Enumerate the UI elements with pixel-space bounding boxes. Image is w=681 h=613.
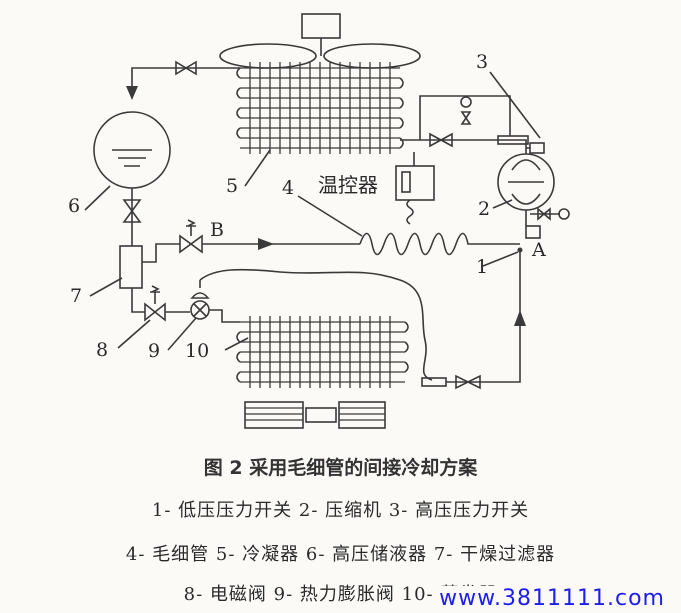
solenoid-valve <box>144 302 166 322</box>
txv-to-evaporator-pipe <box>209 309 240 323</box>
thermostat-box <box>395 165 435 201</box>
evaporator-fan <box>244 401 386 429</box>
expansion-valve-cross <box>193 303 207 317</box>
valve-b-actuator <box>186 219 196 236</box>
figure-caption: 图 2 采用毛细管的间接冷却方案 <box>203 457 478 479</box>
junction-a <box>517 247 523 253</box>
legend-line-2: 4- 毛细管 5- 冷凝器 6- 高压储液器 7- 干燥过滤器 <box>125 544 556 565</box>
solenoid-actuator <box>150 285 160 304</box>
label-2: 2 <box>478 198 490 220</box>
valve-suction <box>455 374 481 390</box>
receiver-liquid-level <box>112 149 152 167</box>
pressure-gauge-side <box>558 208 570 220</box>
valve-condenser-outlet <box>175 60 197 76</box>
drier-bypass-pipe <box>142 243 180 263</box>
legend-line-1: 1- 低压压力开关 2- 压缩机 3- 高压压力开关 <box>151 500 530 521</box>
label-8: 8 <box>96 339 108 361</box>
valve-receiver-outlet <box>122 199 142 223</box>
thermostat-label: 温控器 <box>318 173 378 197</box>
flow-arrow-up <box>514 310 526 326</box>
label-3: 3 <box>476 51 488 73</box>
liquid-line-to-receiver <box>131 67 240 96</box>
refrigeration-diagram: 1 2 3 4 5 6 7 8 9 10 温控器 A B <box>68 13 570 429</box>
label-a: A <box>531 239 546 261</box>
label-6: 6 <box>68 195 80 217</box>
flow-arrow-down <box>126 86 138 100</box>
txv-sensing-bulb-line <box>199 268 433 381</box>
leader-8 <box>117 319 151 349</box>
leader-7 <box>89 277 123 297</box>
label-9: 9 <box>148 340 160 362</box>
label-10: 10 <box>185 340 209 362</box>
discharge-header <box>497 135 529 145</box>
evaporator-return-bends <box>236 321 409 383</box>
condenser-fan-motor <box>301 13 341 39</box>
condenser-fan-blade-right <box>323 43 421 69</box>
thermostat-display <box>401 171 411 193</box>
label-4: 4 <box>282 177 294 199</box>
condenser-coil <box>240 62 400 154</box>
valve-b <box>179 234 203 254</box>
gauge-valve-top <box>460 111 472 125</box>
label-b: B <box>210 219 224 241</box>
drier-to-solenoid-pipe <box>131 288 145 313</box>
condenser-fan-blade-left <box>219 43 317 69</box>
drier-filter <box>119 245 143 289</box>
gauge-branch-pipe <box>419 95 511 140</box>
capillary-tube <box>359 232 520 256</box>
low-pressure-switch <box>525 225 541 239</box>
expansion-valve-diaphragm <box>190 280 210 299</box>
flow-arrow-right <box>258 238 274 250</box>
leader-3 <box>489 71 541 139</box>
suction-line <box>446 250 521 383</box>
leader-6 <box>84 185 111 211</box>
leader-2 <box>492 199 513 209</box>
evaporator-coil <box>240 316 405 388</box>
leader-1 <box>482 251 519 267</box>
label-5: 5 <box>226 175 238 197</box>
watermark-link[interactable]: www.3811111.com <box>437 586 667 611</box>
condenser-return-bends <box>236 67 404 149</box>
legend-line-3: 8- 电磁阀 9- 热力膨胀阀 10- 蒸发器 <box>183 584 498 605</box>
pressure-gauge-top <box>460 96 472 108</box>
thermostat-probe <box>406 199 414 225</box>
gauge-valve-side <box>530 207 560 221</box>
compressor-discharge-pipe <box>400 139 527 154</box>
high-pressure-switch <box>529 142 545 154</box>
leader-4 <box>297 195 363 237</box>
label-1: 1 <box>476 256 488 278</box>
leader-5 <box>244 149 271 187</box>
label-7: 7 <box>70 285 82 307</box>
leader-10 <box>224 337 249 351</box>
valve-discharge <box>429 132 453 148</box>
leader-9 <box>167 317 197 351</box>
evaporator-outlet-header <box>421 377 447 387</box>
compressor-rotor <box>508 159 544 205</box>
